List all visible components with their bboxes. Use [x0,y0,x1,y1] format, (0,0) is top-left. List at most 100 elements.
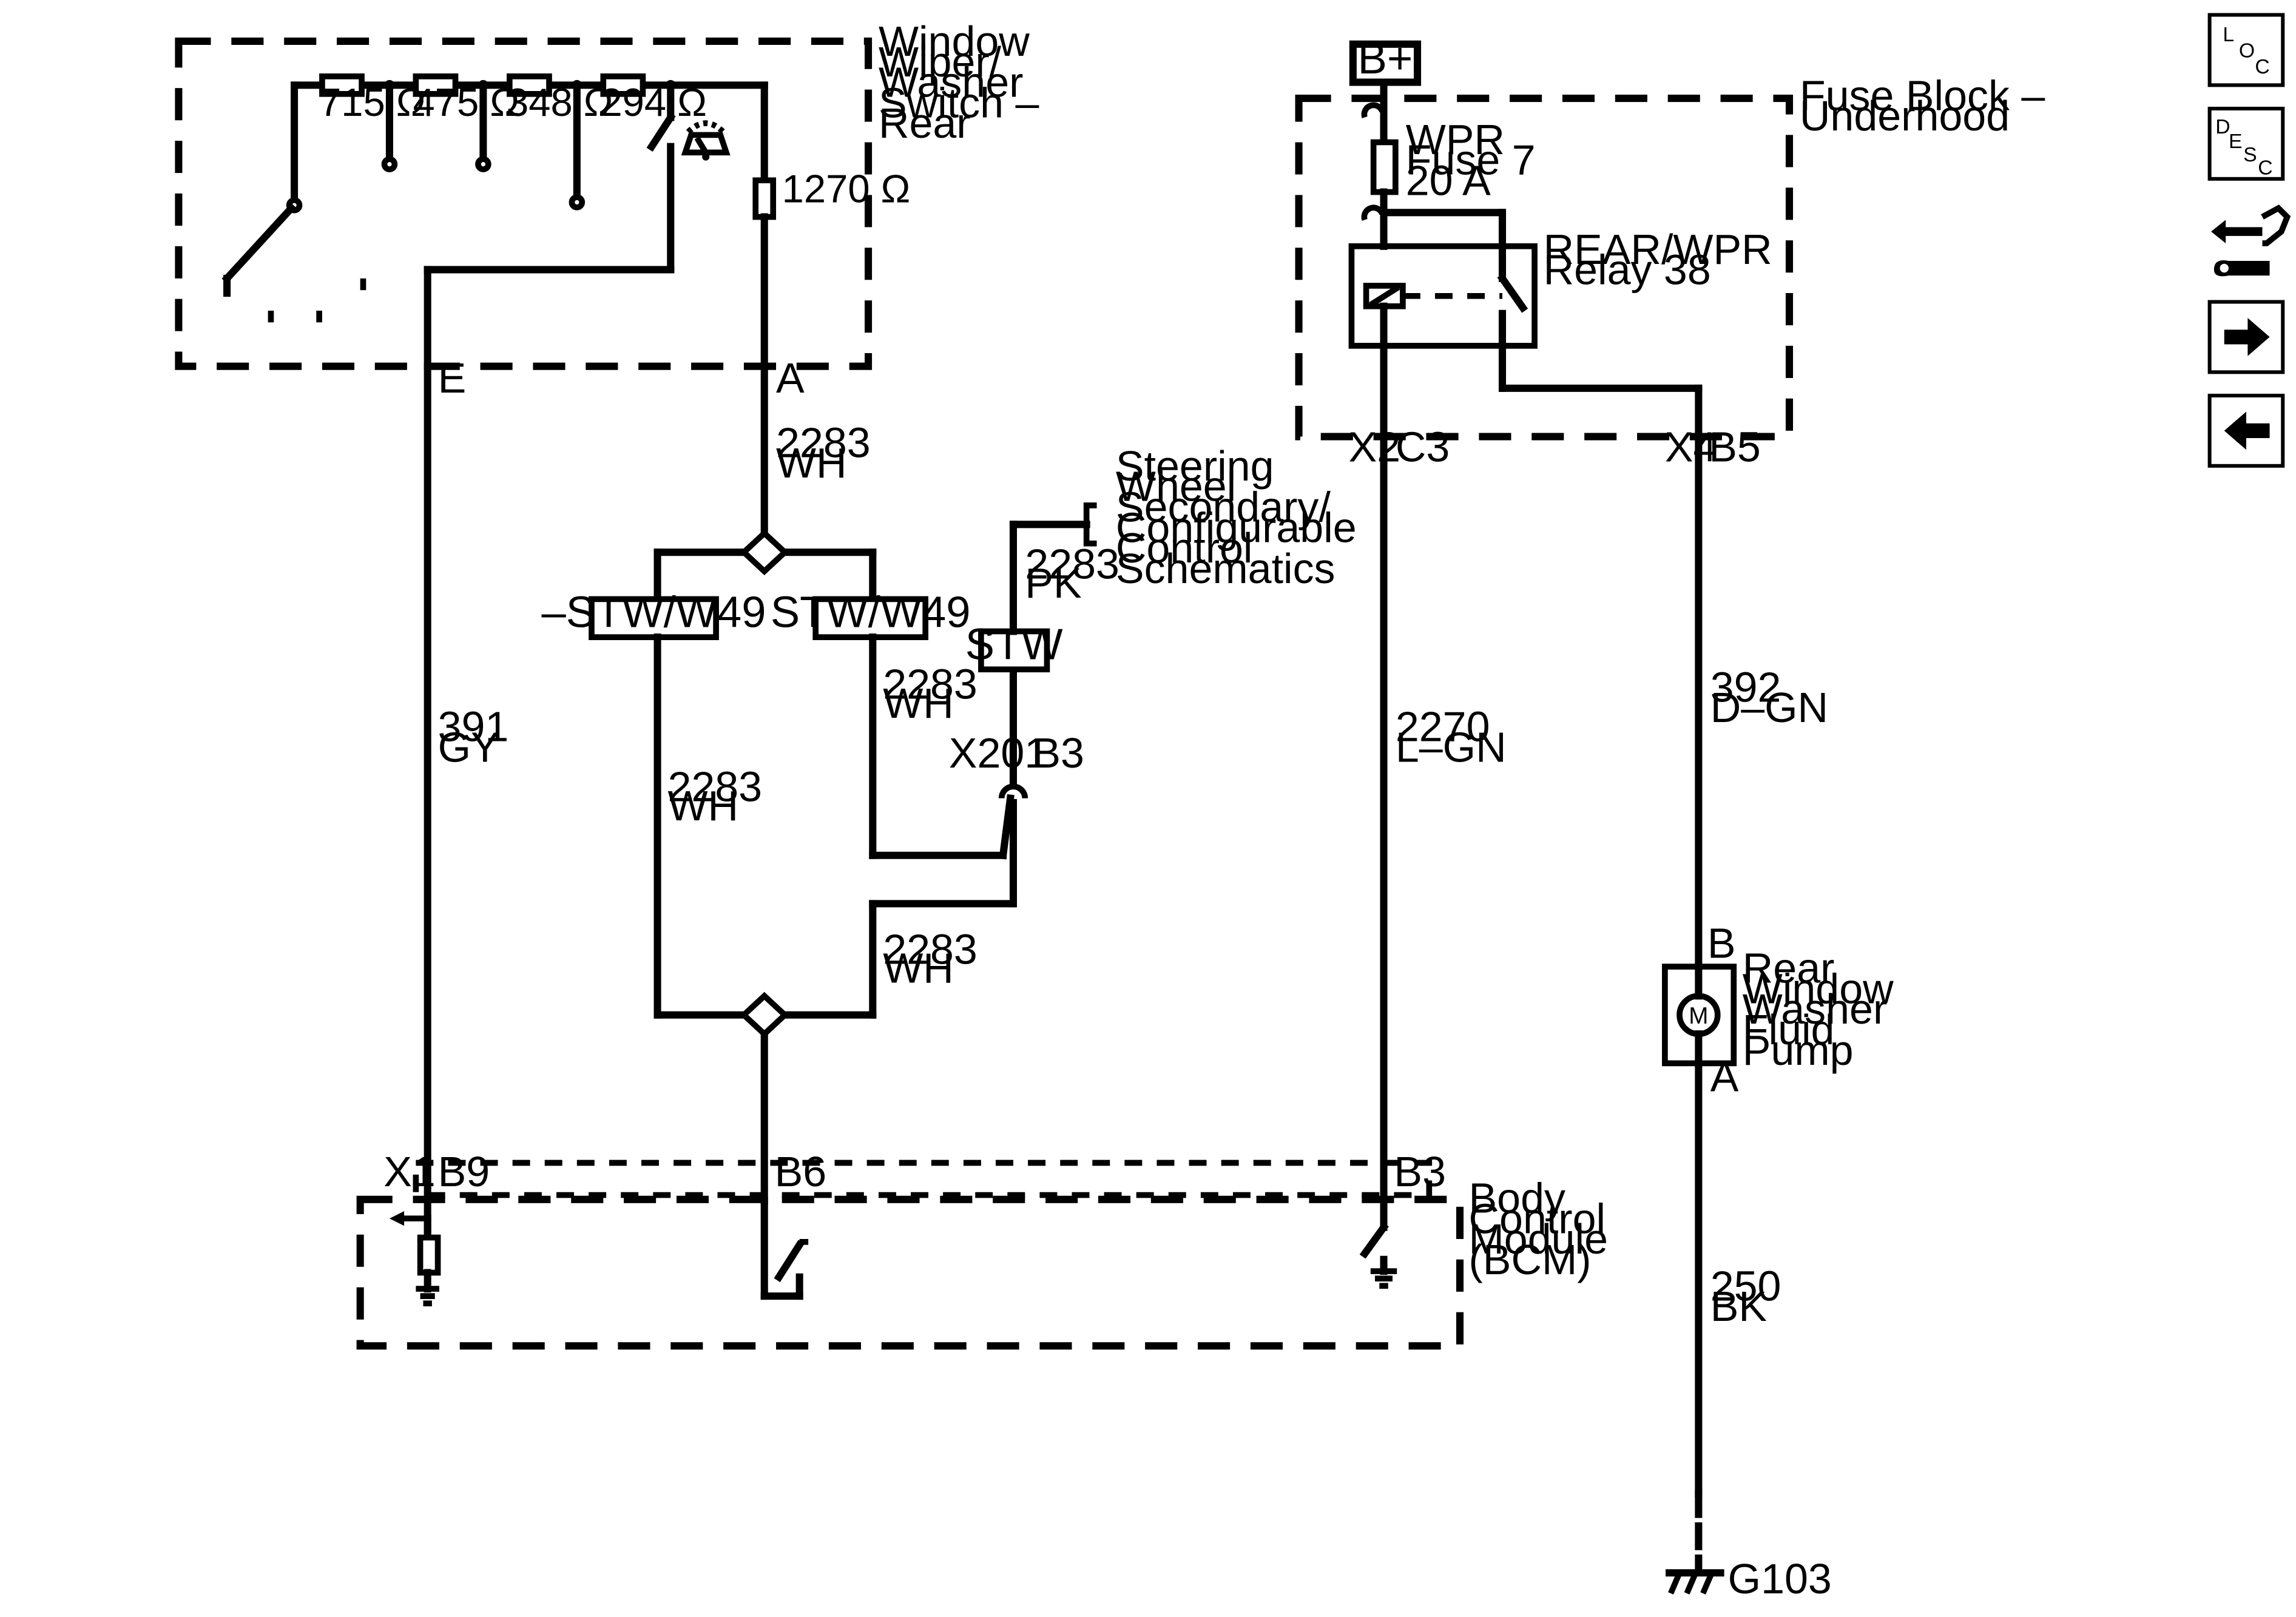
previous-page-arrow-icon [2224,411,2270,450]
circuit-392-pump: M 392 D–GN 250 BK B A Rear Window Washer… [1662,433,1894,1602]
fuse-label-line-1: WPR [1406,116,1505,163]
bcm-boundary [356,1195,1464,1350]
pump-pin-b: B [1707,920,1736,967]
wire-2283-bottom-color: WH [883,945,954,992]
desc-letter-c: C [2258,157,2272,180]
x201-pin-label: B3 [1032,729,1084,777]
resistor-348-label: 348 Ω [507,80,613,124]
pump-name-line-1: Rear [1743,945,1835,992]
body-control-module: X1 B9 B6 B3 Body Control Module (BCM) [356,1148,1608,1350]
switch-name-line-2: Wiper/ [879,38,1002,86]
switch-name-line-3: Washer [879,59,1023,106]
wire-2283-left-color: WH [667,782,738,829]
bcm-name-line-2: Control [1469,1195,1606,1242]
wire-2283-pk-color: PK [1025,559,1081,607]
resistor-1270-label: 1270 Ω [782,166,911,211]
wire-2283-left-circuit: 2283 [667,763,762,810]
wire-2283-bottom-circuit: 2283 [883,925,977,973]
bcm-x1-connector-boundary [413,1160,1433,1198]
x201-label: X201 [949,729,1048,777]
motor-symbol: M [1689,1003,1708,1029]
resistor-475-label: 475 Ω [413,80,519,124]
connector-x201 [998,783,1028,798]
loc-letter-l: L [2223,23,2234,46]
switch-name-line-5: Rear [879,100,971,147]
fuse-block-name-line-2: Underhood [1800,92,2010,140]
option-right-label: STW/W49 [771,587,971,636]
switch-name-line-4: Switch – [879,79,1039,126]
resistor-715 [319,73,365,97]
bcm-b3-label: B3 [1394,1148,1446,1195]
relay-label-line-1: REAR/WPR [1544,226,1772,273]
bcm-input-arrow-icon [389,1211,405,1226]
resistor-294-label: 294 Ω [600,80,706,124]
next-page-button[interactable] [2207,300,2285,374]
wire-2283-top-circuit: 2283 [776,419,871,466]
wiper-washer-switch: 715 Ω 475 Ω 348 Ω 294 Ω 1270 Ω Window Wi… [175,18,1039,402]
circuit-391: 391 GY [424,362,509,1234]
resistor-475 [413,73,459,97]
fuse-block-entry-connector [1361,102,1385,118]
wire-2270-circuit: 2270 [1396,703,1490,750]
description-button[interactable]: D E S C [2207,106,2285,181]
wire-392-circuit: 392 [1710,663,1781,711]
fuse-label-line-3: 20 A [1406,157,1491,204]
switch-pin-a: A [776,354,805,402]
wire-250-color: BK [1710,1283,1767,1330]
chassis-ground-icon [1666,1569,1724,1595]
wire-2283-right-circuit: 2283 [883,661,977,708]
resistor-348 [506,73,552,97]
bcm-x1-label: X1 [383,1148,436,1195]
steering-ref-line-5: Control [1116,524,1253,572]
relay-38 [1348,243,1538,349]
switch-boundary [175,37,873,370]
bcm-name-line-4: (BCM) [1469,1236,1592,1283]
bcm-ground-icon-2 [1370,1268,1397,1289]
battery-positive-box [1349,40,1422,86]
previous-page-button[interactable] [2207,393,2285,468]
wire-391-circuit: 391 [438,703,509,750]
component-view-icon [2211,204,2291,277]
steering-ref-line-3: Secondary/ [1116,484,1331,531]
wire-2283-pk-circuit: 2283 [1025,541,1119,588]
wire-2283-right-color: WH [883,680,954,727]
resistor-294 [600,73,646,97]
splice-bottom [739,991,789,1038]
steering-ref-line-4: Configurable [1116,504,1357,551]
loc-letter-o: O [2239,39,2255,62]
splice-top [739,529,789,576]
fuse-block-name-line-1: Fuse Block – [1800,72,2045,119]
steering-ref-line-2: Wheel [1116,463,1236,510]
circuit-2270: 2270 L–GN [1380,433,1507,1231]
fuse-block-underhood: B+ WPR Fuse 7 20 A REAR/WPR Relay 38 Fus… [1295,34,2045,471]
desc-letter-s: S [2243,143,2257,166]
wire-250-circuit: 250 [1710,1262,1781,1309]
bcm-name-line-1: Body [1469,1175,1565,1222]
ground-g103-label: G103 [1728,1555,1832,1602]
next-page-arrow-icon [2224,318,2270,356]
pump-name-line-2: Window [1743,965,1894,1012]
steering-reference-bracket [1083,502,1097,547]
battery-label: B+ [1358,34,1413,83]
wire-2283-top-color: WH [776,439,847,487]
pump-pin-a: A [1710,1053,1739,1100]
switch-name-line-1: Window [879,18,1030,65]
steering-ref-line-1: Steering [1116,442,1274,490]
option-stw-w49 [812,596,929,640]
fuse-block-b5: B5 [1709,424,1761,471]
location-button[interactable]: L O C [2207,13,2285,87]
option-stw [978,628,1050,673]
component-view-button[interactable] [2211,204,2291,277]
fuse-block-x4: X4 [1665,424,1717,471]
navigation-panel: L O C D E S C [2207,13,2291,468]
fuse-block-boundary [1295,95,1794,441]
pump-name-line-4: Fluid [1743,1006,1835,1053]
washer-spray-icon [681,120,731,161]
fuse-label-line-2: Fuse 7 [1406,137,1536,184]
fuse-block-c3: C3 [1396,424,1450,471]
loc-letter-c: C [2255,55,2269,78]
bcm-b9-label: B9 [438,1148,490,1195]
wire-392-color: D–GN [1710,684,1828,731]
fuse-block-x2: X2 [1349,424,1401,471]
